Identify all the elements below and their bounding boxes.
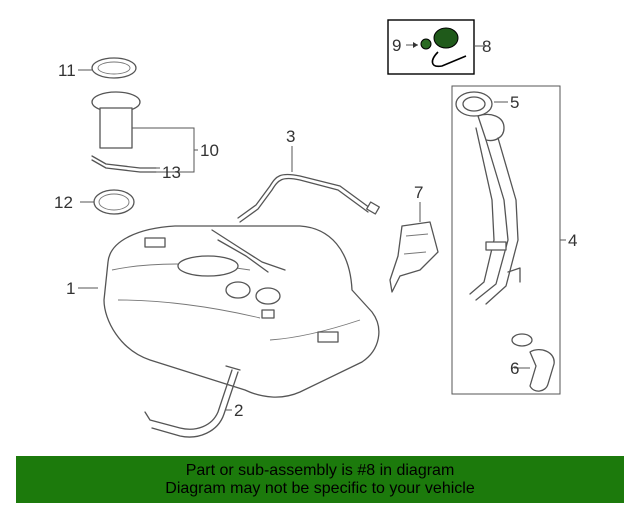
callout-8: 8 xyxy=(482,37,491,56)
banner-line-2: Diagram may not be specific to your vehi… xyxy=(165,479,475,497)
callout-1: 1 xyxy=(66,279,75,298)
callout-10: 10 xyxy=(200,141,219,160)
callout-3: 3 xyxy=(286,127,295,146)
tank-strap[interactable] xyxy=(144,365,241,438)
filler-pipe-assembly[interactable] xyxy=(451,85,561,395)
cap-tether xyxy=(431,51,467,68)
cap-seal xyxy=(420,38,432,50)
fuel-tank[interactable] xyxy=(103,225,380,398)
callout-5: 5 xyxy=(510,93,519,112)
banner-line-1: Part or sub-assembly is #8 in diagram xyxy=(185,461,455,479)
gasket[interactable] xyxy=(93,189,135,215)
callout-6: 6 xyxy=(510,359,519,378)
lock-ring[interactable] xyxy=(91,57,137,79)
bracket[interactable] xyxy=(389,221,439,293)
fuel-cap-assembly-box[interactable] xyxy=(387,19,475,75)
callout-13: 13 xyxy=(162,163,181,182)
callout-4: 4 xyxy=(568,231,577,250)
callout-9: 9 xyxy=(392,36,401,55)
callout-2: 2 xyxy=(234,401,243,420)
callout-12: 12 xyxy=(54,193,73,212)
fuel-cap xyxy=(433,27,459,49)
vent-tube[interactable] xyxy=(237,173,380,223)
info-banner: Part or sub-assembly is #8 in diagram Di… xyxy=(16,456,624,503)
callout-11: 11 xyxy=(58,61,76,80)
callout-labels: 1 2 3 4 5 6 7 8 9 10 11 12 13 xyxy=(54,36,577,420)
leader-lines xyxy=(78,45,566,411)
fuel-pump-module[interactable] xyxy=(91,91,157,173)
callout-7: 7 xyxy=(414,183,423,202)
filler-hose[interactable] xyxy=(511,333,555,392)
